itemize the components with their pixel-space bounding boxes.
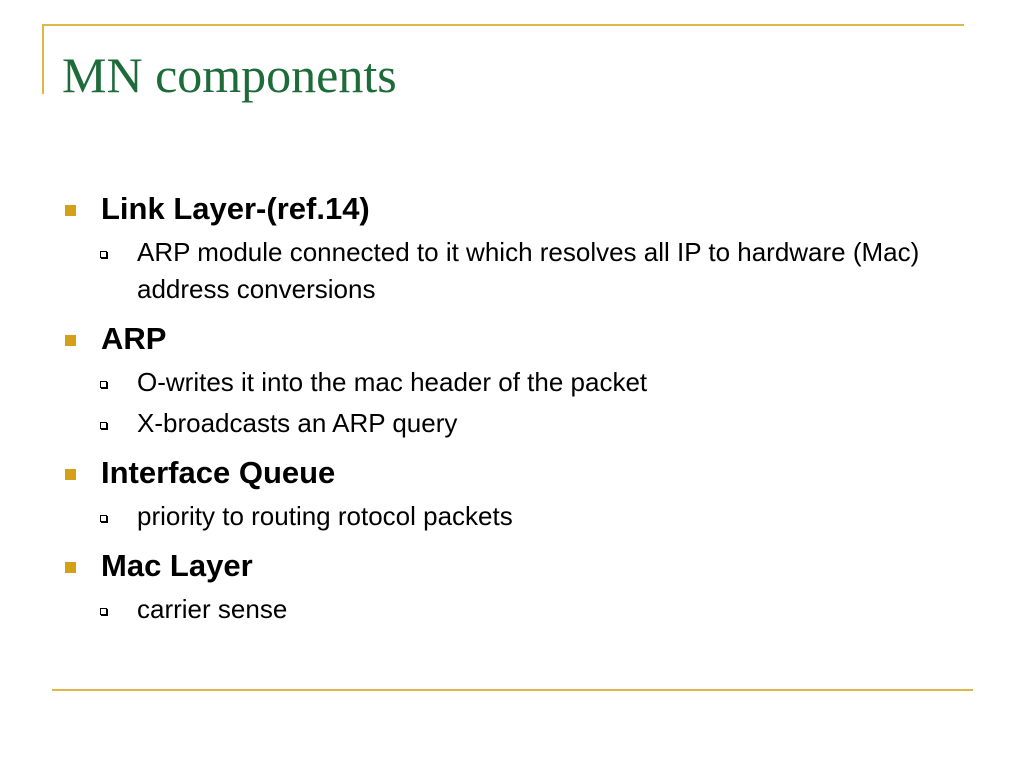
bullet-list: Link Layer-(ref.14) ARP module connected…: [62, 188, 962, 628]
sub-bullet-item: O-writes it into the mac header of the p…: [62, 364, 962, 401]
sub-bullet-label: ARP module connected to it which resolve…: [137, 237, 920, 304]
left-rule: [42, 24, 44, 94]
bullet-item-mac-layer: Mac Layer: [62, 545, 962, 587]
sub-bullet-item: X-broadcasts an ARP query: [62, 405, 962, 442]
sub-bullet-item: carrier sense: [62, 591, 962, 628]
sub-bullet-label: carrier sense: [137, 594, 288, 624]
square-bullet-icon: [65, 469, 76, 480]
sub-bullet-label: X-broadcasts an ARP query: [137, 408, 458, 438]
hollow-square-bullet-icon: [100, 251, 107, 258]
slide-title: MN components: [62, 47, 397, 103]
bullet-item-interface-queue: Interface Queue: [62, 452, 962, 494]
bullet-label: ARP: [101, 321, 167, 356]
hollow-square-bullet-icon: [100, 515, 107, 522]
square-bullet-icon: [65, 335, 76, 346]
bullet-item-link-layer: Link Layer-(ref.14): [62, 188, 962, 230]
sub-bullet-item: ARP module connected to it which resolve…: [62, 234, 962, 308]
square-bullet-icon: [65, 562, 76, 573]
bullet-label: Link Layer-(ref.14): [101, 191, 370, 226]
bottom-rule: [52, 689, 973, 691]
hollow-square-bullet-icon: [100, 608, 107, 615]
hollow-square-bullet-icon: [100, 422, 107, 429]
square-bullet-icon: [65, 205, 76, 216]
bullet-label: Interface Queue: [101, 455, 336, 490]
bullet-item-arp: ARP: [62, 318, 962, 360]
sub-bullet-label: priority to routing rotocol packets: [137, 501, 513, 531]
top-rule: [42, 24, 964, 26]
sub-bullet-item: priority to routing rotocol packets: [62, 498, 962, 535]
hollow-square-bullet-icon: [100, 381, 107, 388]
sub-bullet-label: O-writes it into the mac header of the p…: [137, 367, 648, 397]
bullet-label: Mac Layer: [101, 548, 253, 583]
